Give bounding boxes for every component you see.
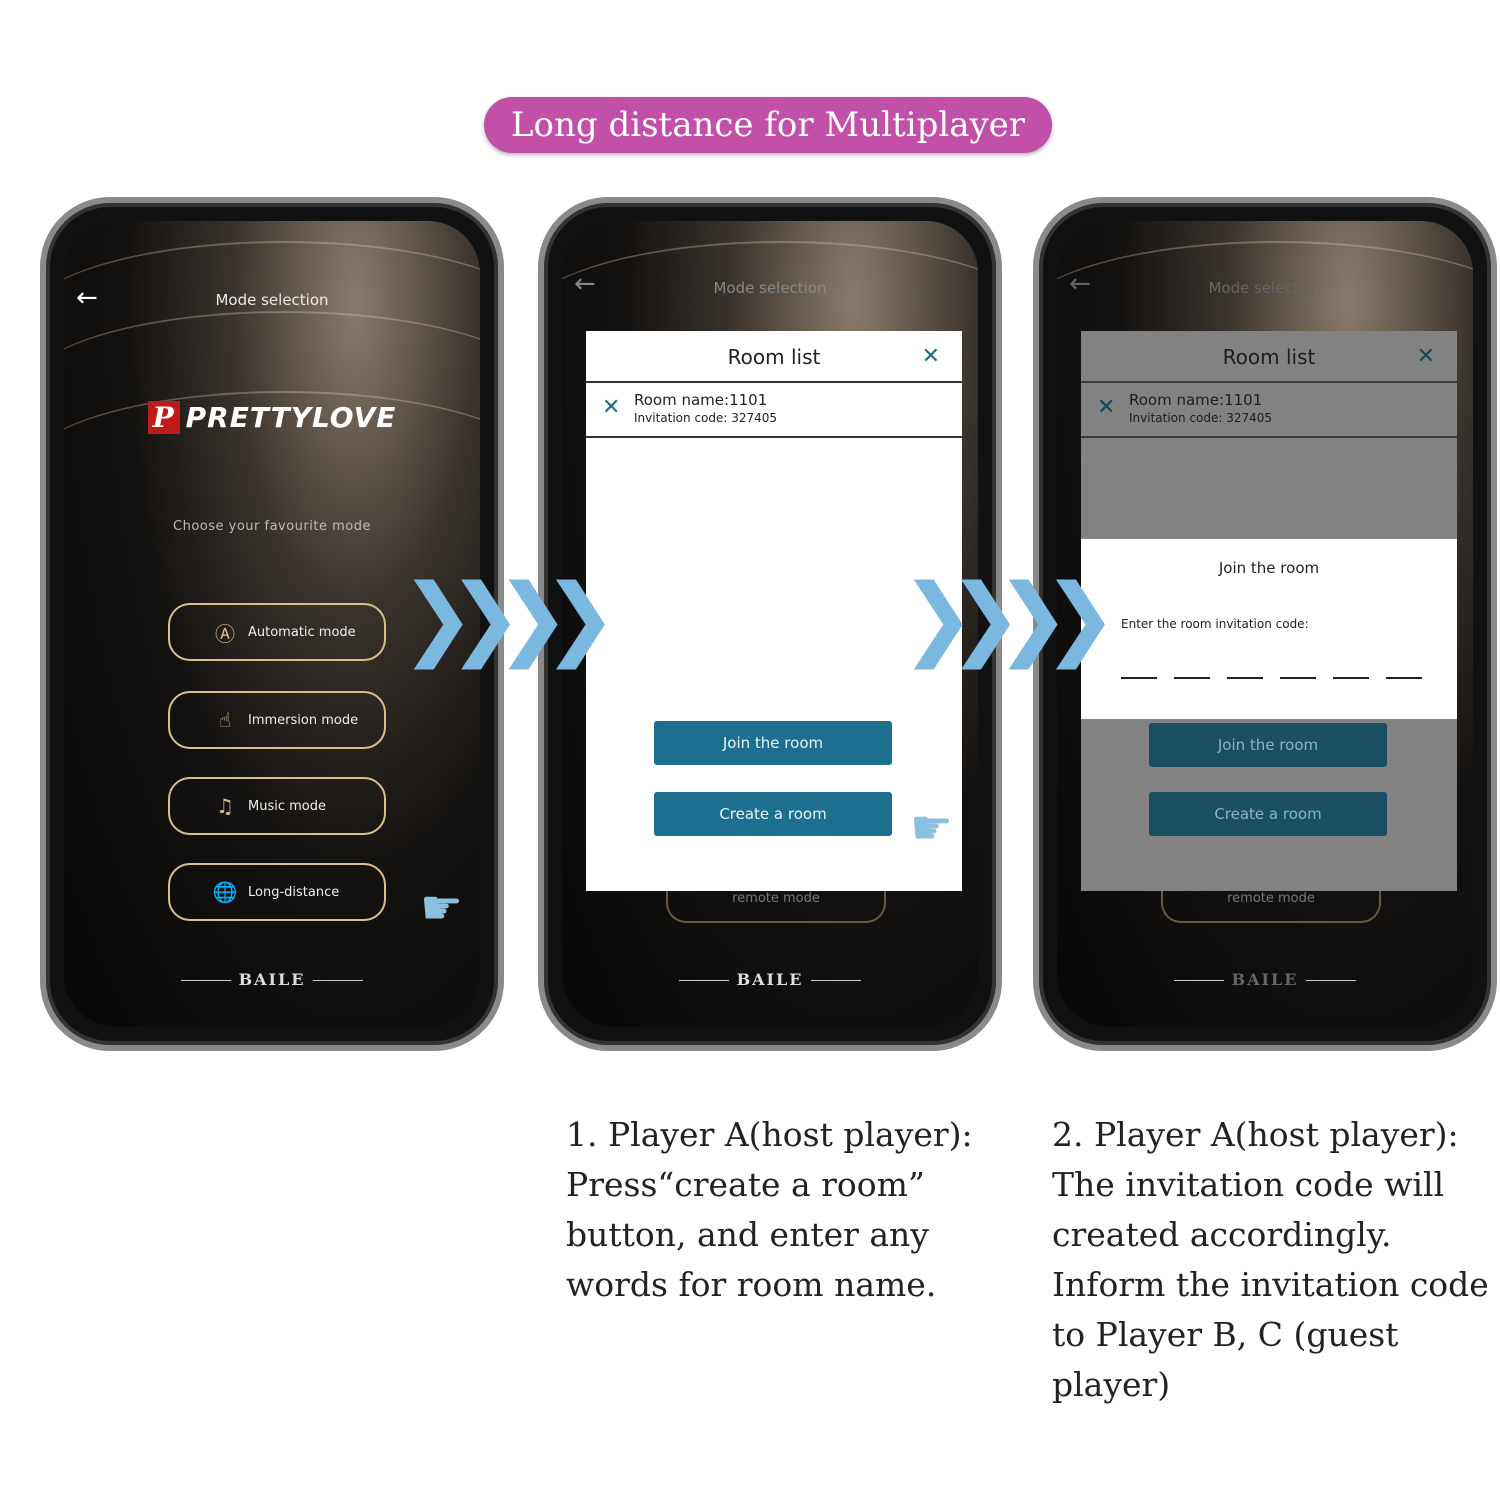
join-dialog-title: Join the room: [1218, 559, 1320, 577]
footer-brand: BAILE: [64, 970, 480, 989]
nav-title: Mode selection: [1208, 279, 1322, 297]
nav-title: Mode selection: [215, 291, 329, 309]
music-note-icon: ♫: [216, 794, 234, 818]
room-name: Room name:1101: [1129, 391, 1263, 409]
long-distance-button[interactable]: 🌐 Long-distance: [168, 863, 386, 921]
chevron-right-icon: ❯❯❯❯: [900, 565, 1118, 670]
remote-mode-button[interactable]: remote mode: [1161, 881, 1381, 923]
close-icon[interactable]: ✕: [1416, 344, 1435, 369]
mode-label: Music mode: [248, 798, 326, 814]
pointing-hand-icon: ☚: [910, 800, 954, 856]
automatic-mode-button[interactable]: Ⓐ Automatic mode: [168, 603, 386, 661]
phone-room-list: ← Mode selection remote mode Room list ✕ …: [538, 197, 1002, 1051]
dialog-title: Room list: [727, 345, 821, 369]
dialog-title: Room list: [1222, 345, 1316, 369]
invitation-code: Invitation code: 327405: [1129, 411, 1273, 425]
delete-room-icon[interactable]: ✕: [1097, 395, 1116, 420]
room-list-item[interactable]: ✕ Room name:1101 Invitation code: 327405: [1081, 383, 1457, 438]
code-prompt: Enter the room invitation code:: [1121, 617, 1309, 631]
hand-touch-icon: ☝: [218, 708, 232, 732]
close-icon[interactable]: ✕: [921, 344, 940, 369]
immersion-mode-button[interactable]: ☝ Immersion mode: [168, 691, 386, 749]
automatic-icon: Ⓐ: [215, 621, 235, 646]
chevron-right-icon: ❯❯❯❯: [400, 565, 618, 670]
subtitle: Choose your favourite mode: [173, 519, 371, 534]
join-room-dialog: Join the room Enter the room invitation …: [1081, 539, 1457, 719]
step1-caption: 1. Player A(host player): Press“create a…: [566, 1115, 973, 1304]
music-mode-button[interactable]: ♫ Music mode: [168, 777, 386, 835]
globe-icon: 🌐: [212, 880, 238, 904]
mode-label: Automatic mode: [248, 624, 356, 640]
room-list-dialog: Room list ✕ ✕ Room name:1101 Invitation c…: [586, 331, 962, 891]
join-room-button[interactable]: Join the room: [1149, 723, 1387, 767]
mode-label: Immersion mode: [248, 712, 359, 728]
title-banner: Long distance for Multiplayer: [484, 97, 1052, 153]
footer-brand: BAILE: [1057, 970, 1473, 989]
back-arrow-icon[interactable]: ←: [76, 283, 98, 313]
create-room-button[interactable]: Create a room: [1149, 792, 1387, 836]
phone-join-room: ← Mode selection remote mode Room list ✕ …: [1033, 197, 1497, 1051]
remote-mode-button[interactable]: remote mode: [666, 881, 886, 923]
room-name: Room name:1101: [634, 391, 768, 409]
join-room-button[interactable]: Join the room: [654, 721, 892, 765]
back-arrow-icon[interactable]: ←: [1069, 269, 1091, 299]
code-input[interactable]: [1121, 677, 1457, 679]
pointing-hand-icon: ☚: [420, 880, 464, 936]
room-list-item[interactable]: ✕ Room name:1101 Invitation code: 327405: [586, 383, 962, 438]
step2-caption: 2. Player A(host player): The invitation…: [1052, 1115, 1489, 1404]
invitation-code: Invitation code: 327405: [634, 411, 778, 425]
delete-room-icon[interactable]: ✕: [602, 395, 621, 420]
mode-label: Long-distance: [248, 884, 340, 900]
back-arrow-icon[interactable]: ←: [574, 269, 596, 299]
nav-title: Mode selection: [713, 279, 827, 297]
create-room-button[interactable]: Create a room: [654, 792, 892, 836]
footer-brand: BAILE: [562, 970, 978, 989]
